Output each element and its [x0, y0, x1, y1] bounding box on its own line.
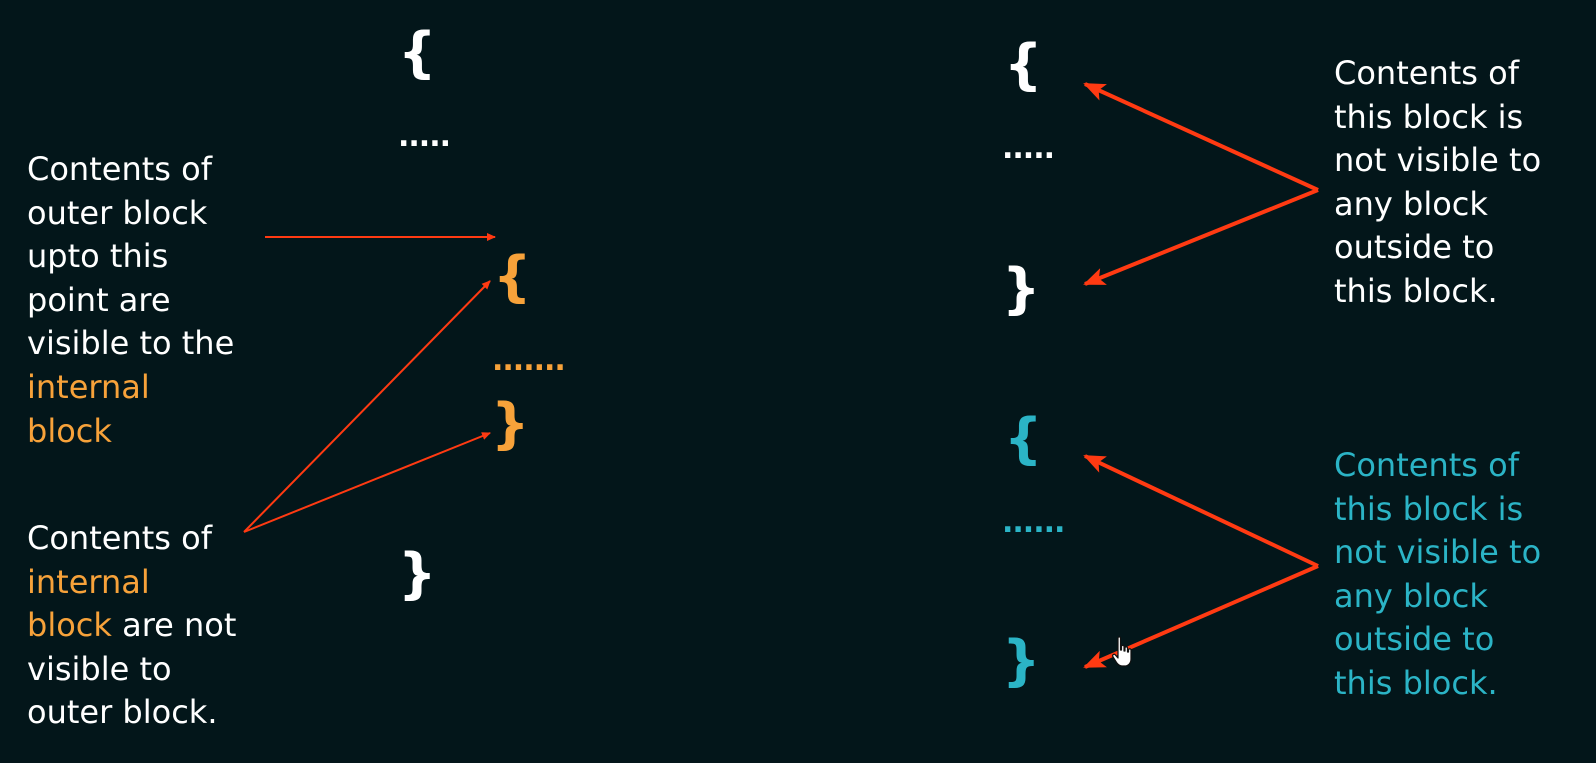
note-line: Contents of [27, 519, 212, 557]
sibling-b-dots: ...... [1002, 505, 1065, 540]
sibling-a-visibility-note: Contents of this block is not visible to… [1334, 52, 1541, 314]
note-line: outer block [27, 193, 208, 232]
note-line: point are [27, 280, 171, 319]
note-line: visible to [27, 649, 172, 688]
sibling-b-close-brace: } [1002, 629, 1041, 692]
outer-close-brace: } [398, 542, 437, 605]
note-line: outside to [1334, 228, 1495, 267]
note-line: outside to [1334, 620, 1495, 659]
outer-block-dots: ..... [398, 119, 451, 154]
sibling-b-visibility-note: Contents of this block is not visible to… [1334, 444, 1541, 706]
note-line: this block. [1334, 663, 1498, 702]
arrow-to-sibling-a-close [1083, 188, 1319, 286]
sibling-a-open-brace: { [1004, 33, 1043, 96]
sibling-a-dots: ..... [1002, 131, 1055, 166]
note-line-highlight: internal [27, 562, 150, 601]
inner-close-brace: } [491, 392, 530, 455]
note-line: Contents of [1334, 54, 1519, 92]
outer-open-brace: { [398, 21, 437, 84]
note-line: any block [1334, 184, 1488, 223]
note-line: outer block. [27, 693, 218, 732]
note-line-mixed: block are not [27, 604, 236, 648]
arrow-to-sibling-a-open [1083, 82, 1319, 192]
sibling-b-open-brace: { [1004, 407, 1043, 470]
note-line: this block. [1334, 271, 1498, 310]
inner-block-dots: ....... [492, 343, 566, 378]
note-line: upto this [27, 237, 169, 276]
note-line-highlight: block [27, 411, 112, 450]
note-line: this block is [1334, 489, 1524, 528]
arrow-to-inner-open-brace-diag [243, 280, 491, 533]
note-line-highlight: internal [27, 367, 150, 406]
note-line: Contents of [1334, 446, 1519, 484]
note-line: any block [1334, 576, 1488, 615]
note-word: are not [111, 606, 237, 645]
note-line: this block is [1334, 97, 1524, 136]
arrow-to-inner-close-brace [243, 432, 491, 533]
note-line: visible to the [27, 324, 235, 363]
inner-visibility-note: Contents of internal block are not visib… [27, 517, 236, 735]
inner-open-brace: { [493, 245, 532, 308]
arrow-to-sibling-b-open [1083, 454, 1319, 568]
note-line: Contents of [27, 150, 212, 188]
sibling-a-close-brace: } [1002, 257, 1041, 320]
note-line: not visible to [1334, 533, 1542, 572]
note-highlight-word: block [27, 606, 112, 645]
note-line: not visible to [1334, 141, 1542, 180]
hand-pointer-icon [1112, 636, 1132, 667]
outer-visibility-note: Contents of outer block upto this point … [27, 148, 234, 453]
